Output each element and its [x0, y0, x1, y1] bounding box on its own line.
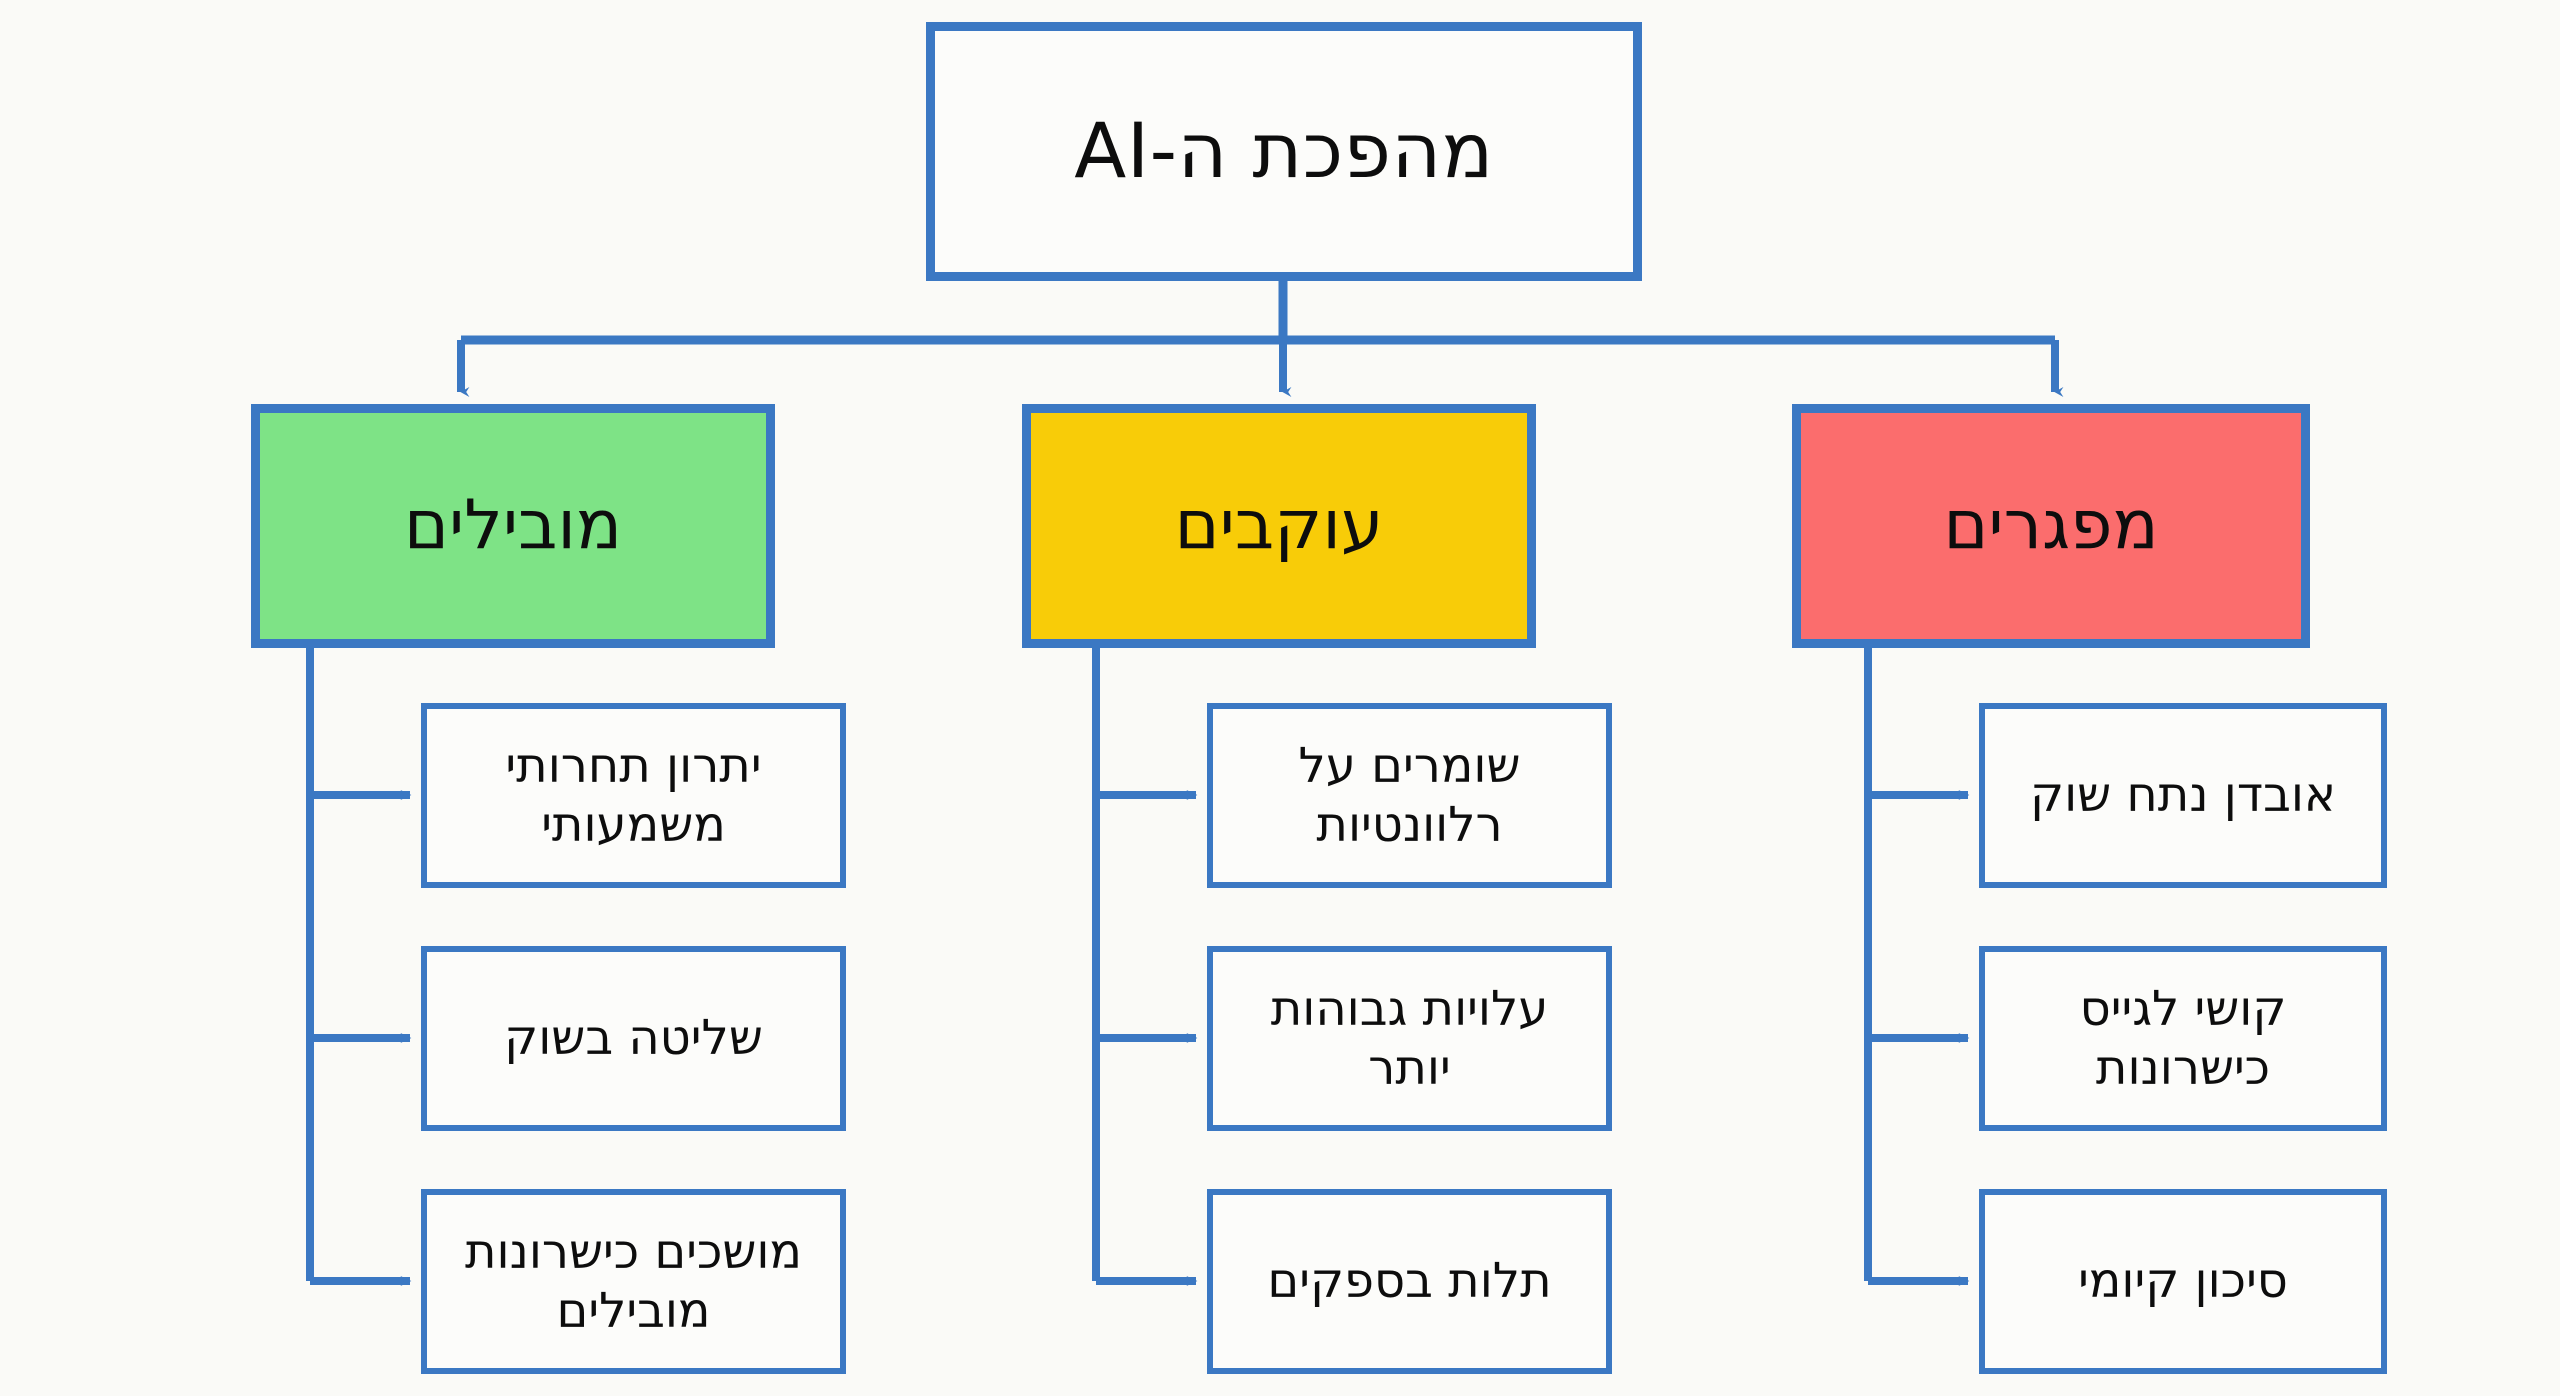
leaf-node-followers-1[interactable]: שומרים על רלוונטיות	[1207, 703, 1612, 888]
leaders-connectors	[306, 648, 412, 1286]
category-node-leaders[interactable]: מובילים	[251, 404, 775, 648]
leaf-node-followers-2[interactable]: עלויות גבוהות יותר	[1207, 946, 1612, 1131]
category-node-laggards[interactable]: מפגרים	[1792, 404, 2310, 648]
leaf-node-laggards-2[interactable]: קושי לגייס כישרונות	[1979, 946, 2387, 1131]
leaf-node-leaders-1[interactable]: יתרון תחרותי משמעותי	[421, 703, 846, 888]
category-node-followers[interactable]: עוקבים	[1022, 404, 1536, 648]
root-node[interactable]: מהפכת ה-AI	[926, 22, 1642, 281]
followers-connectors	[1092, 648, 1198, 1286]
leaf-node-followers-3[interactable]: תלות בספקים	[1207, 1189, 1612, 1374]
laggards-connectors	[1864, 648, 1970, 1286]
leaf-node-leaders-3[interactable]: מושכים כישרונות מובילים	[421, 1189, 846, 1374]
leaf-node-laggards-1[interactable]: אובדן נתח שוק	[1979, 703, 2387, 888]
leaf-node-leaders-2[interactable]: שליטה בשוק	[421, 946, 846, 1131]
leaf-node-laggards-3[interactable]: סיכון קיומי	[1979, 1189, 2387, 1374]
root-to-categories	[457, 281, 2064, 397]
